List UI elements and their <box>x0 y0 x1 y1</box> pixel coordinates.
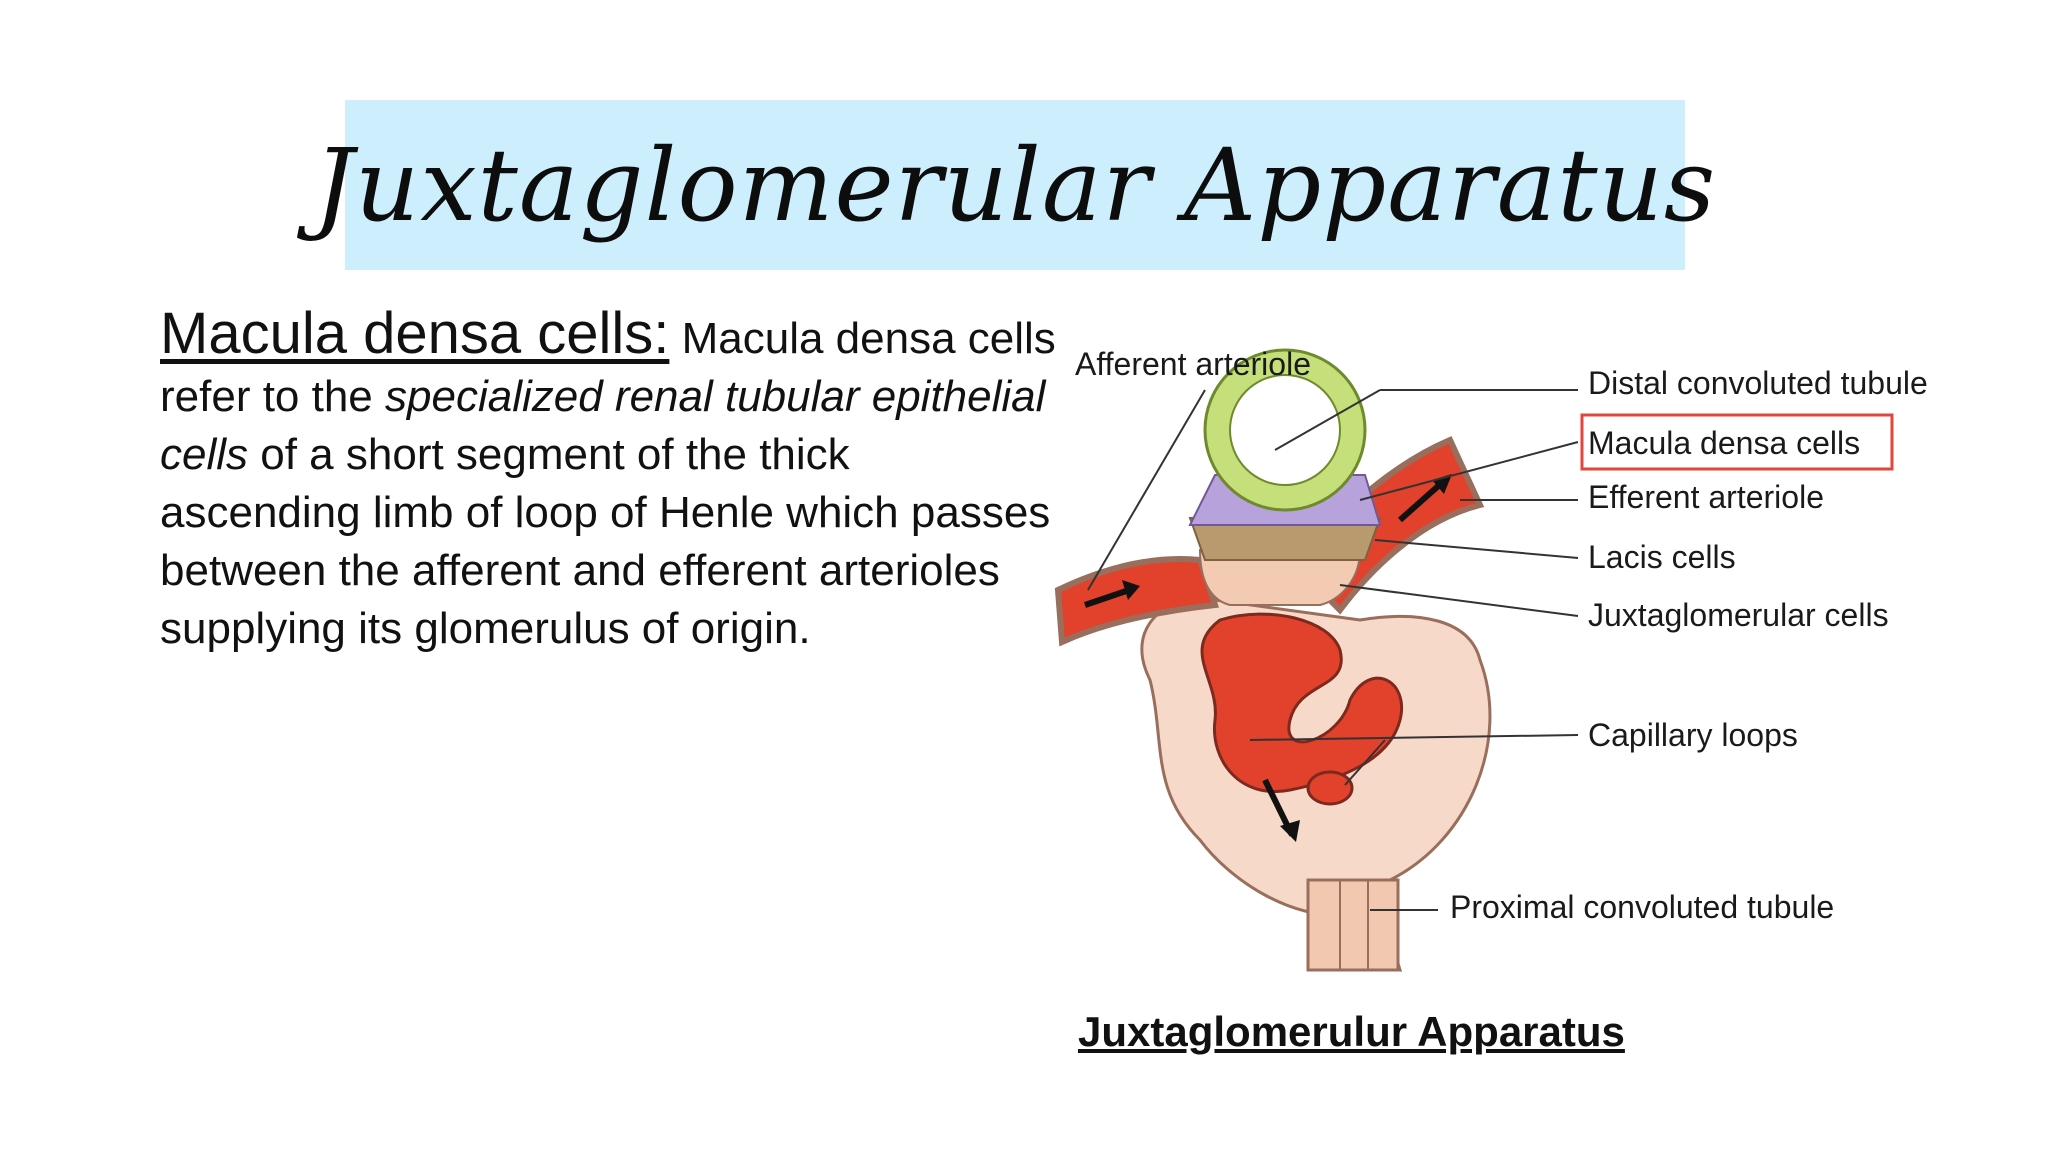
body-text-part2: of a short segment of the thick ascendin… <box>160 430 1051 653</box>
flow-arrow-efferent <box>1398 477 1447 523</box>
jga-diagram: Afferent arteriole Distal convoluted tub… <box>1054 346 1928 972</box>
capillary-loop-small <box>1306 770 1354 806</box>
title-band: Juxtaglomerular Apparatus <box>314 100 1715 270</box>
proximal-tubule <box>1306 878 1400 972</box>
label-proximal-convoluted-tubule: Proximal convoluted tubule <box>1450 889 1834 925</box>
macula-densa-highlight <box>1580 413 1894 471</box>
label-juxtaglomerular-cells: Juxtaglomerular cells <box>1588 597 1889 633</box>
body-paragraph: Macula densa cells: Macula densa cells r… <box>160 305 1060 658</box>
capillary-loops <box>1200 612 1403 793</box>
label-macula-densa-cells: Macula densa cells <box>1588 425 1860 461</box>
slide-title: Juxtaglomerular Apparatus <box>313 126 1717 244</box>
body-emphasis: specialized renal tubular epithelial cel… <box>160 372 1046 479</box>
body-text-part1: Macula densa cells refer to the <box>160 314 1056 421</box>
label-lacis-cells: Lacis cells <box>1588 539 1736 575</box>
label-capillary-loops: Capillary loops <box>1588 717 1798 753</box>
label-efferent-arteriole: Efferent arteriole <box>1588 479 1824 515</box>
diagram-caption: Juxtaglomerulur Apparatus <box>1078 1008 1625 1055</box>
afferent-arteriole-vessel <box>1054 556 1220 647</box>
label-distal-convoluted-tubule: Distal convoluted tubule <box>1588 365 1928 401</box>
body-heading: Macula densa cells: <box>160 301 670 366</box>
juxtaglomerular-cells-region <box>1198 549 1362 606</box>
label-afferent-arteriole: Afferent arteriole <box>1075 346 1311 382</box>
